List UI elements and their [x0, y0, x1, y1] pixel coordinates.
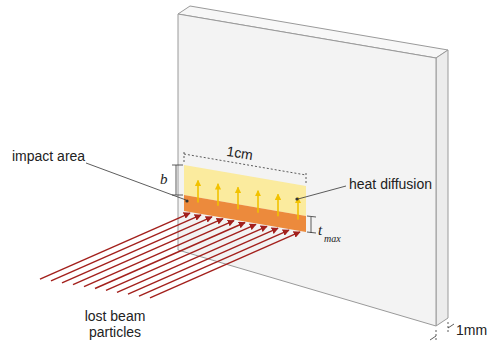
dim-tick	[307, 216, 316, 217]
plate-front	[178, 14, 436, 326]
leader-dot	[185, 199, 188, 202]
beam-line	[150, 232, 300, 298]
leader-line	[298, 186, 346, 199]
leader-dot	[295, 197, 298, 200]
heat-arrow	[237, 187, 239, 209]
heat-arrow	[277, 194, 279, 216]
beam-line	[139, 230, 289, 296]
dim-tick	[307, 232, 316, 233]
beam-line	[40, 213, 190, 279]
heat-arrow	[257, 191, 259, 213]
beam-line	[62, 217, 212, 283]
beam-line	[51, 215, 201, 281]
dim-line	[176, 165, 177, 195]
callout-label: lost beam particles	[70, 308, 160, 340]
heat-arrow	[197, 180, 199, 202]
dim-ext	[306, 171, 307, 183]
dim-ext	[448, 322, 449, 332]
beam-line	[106, 224, 256, 290]
beam-line	[95, 222, 245, 288]
dim-line	[430, 336, 436, 340]
impact-strip	[184, 195, 306, 232]
callout-label: impact area	[12, 148, 85, 164]
dim-line	[448, 324, 454, 328]
heat-arrow	[217, 184, 219, 206]
plate-side	[436, 50, 448, 326]
dimension-label: b	[160, 171, 168, 188]
heat-arrows	[198, 180, 298, 219]
dim-line	[311, 217, 312, 233]
dimension-label: 1mm	[456, 322, 487, 338]
dim-ext	[184, 150, 185, 162]
dim-tick	[172, 165, 183, 166]
callout-label: heat diffusion	[349, 176, 432, 192]
dim-ext	[436, 330, 437, 340]
beam-line	[84, 221, 234, 287]
beam-line	[73, 219, 223, 285]
dimension-label: max	[324, 233, 341, 245]
beam-lines	[40, 213, 300, 298]
leader-line	[86, 163, 186, 200]
heat-arrow	[297, 198, 299, 220]
beam-line	[128, 228, 278, 294]
beam-line	[117, 226, 267, 292]
dimension-label: t	[318, 222, 322, 239]
